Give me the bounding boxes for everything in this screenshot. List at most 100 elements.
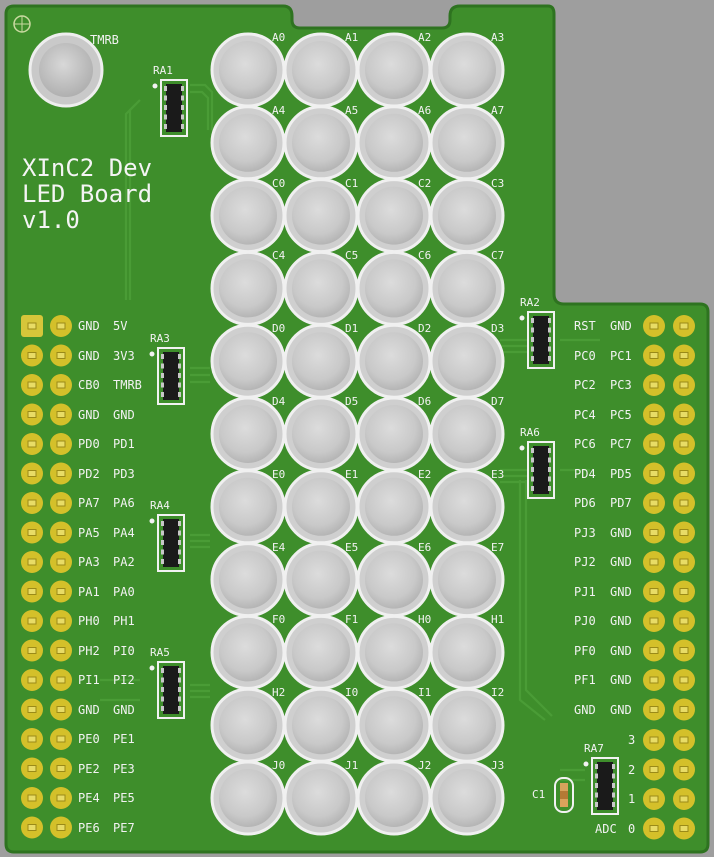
left-pin-label: PE4 <box>78 791 100 805</box>
led-e6 <box>356 542 432 618</box>
header-pad <box>50 462 72 485</box>
header-pad <box>50 492 72 514</box>
right-pin-label: PC0 <box>574 348 596 363</box>
led-label: D4 <box>272 395 286 408</box>
header-pad <box>673 669 695 691</box>
header-pad <box>643 315 665 337</box>
header-pad <box>21 433 43 455</box>
components <box>149 79 619 815</box>
header-pad <box>643 551 665 573</box>
led-d1 <box>283 323 359 399</box>
led-label: D3 <box>491 322 505 336</box>
header-pad <box>21 492 43 514</box>
right-pin-label: PF1 <box>574 673 596 687</box>
header-pad <box>50 344 72 367</box>
led-a1 <box>283 32 359 108</box>
header-pad <box>643 462 665 485</box>
adc-pin-label: 1 <box>628 792 636 806</box>
led-a3 <box>429 32 505 108</box>
left-pin-label: GND <box>78 319 100 333</box>
left-pin-label: PE0 <box>78 732 100 746</box>
led-label: J3 <box>491 759 505 772</box>
right-pin-label: GND <box>610 555 632 569</box>
resistor-array-ra2 <box>519 311 555 369</box>
left-pin-label: GND <box>78 407 100 422</box>
resistor-array-label: RA5 <box>150 646 170 659</box>
led-d6 <box>356 396 432 472</box>
right-pin-label: PJ0 <box>574 614 596 628</box>
led-label: C5 <box>345 249 359 263</box>
led-label: C2 <box>418 176 432 190</box>
header-pad <box>643 758 665 781</box>
left-pin-label: PA2 <box>113 555 135 569</box>
header-pad <box>21 728 43 750</box>
header-pad <box>673 639 695 662</box>
led-label: F0 <box>272 613 286 627</box>
left-pin-label: PE2 <box>78 761 100 776</box>
header-pad <box>21 374 43 396</box>
left-pin-label: PI1 <box>78 673 100 687</box>
header-pad <box>643 492 665 514</box>
led-label: H1 <box>491 613 505 627</box>
copper-traces <box>100 83 600 782</box>
led-label: J2 <box>418 759 432 772</box>
led-label: J0 <box>272 759 286 772</box>
tmrb-button[interactable] <box>28 32 104 108</box>
led-d4 <box>210 396 286 472</box>
header-pad <box>643 669 665 691</box>
fiducial-mark <box>13 15 31 33</box>
left-pin-label: PA7 <box>78 496 100 510</box>
right-pin-label: PD6 <box>574 496 596 510</box>
led-label: D2 <box>418 322 432 336</box>
trace <box>524 480 553 717</box>
led-j2 <box>356 760 432 836</box>
left-pin-label: 3V3 <box>113 348 135 363</box>
header-pad <box>21 610 43 632</box>
header-pad <box>673 698 695 721</box>
header-pad <box>21 403 43 426</box>
led-label: A2 <box>418 31 432 44</box>
resistor-array-ra6 <box>519 441 555 499</box>
led-label: C1 <box>345 176 359 190</box>
header-pad <box>50 728 72 750</box>
led-f1 <box>283 614 359 690</box>
led-d2 <box>356 323 432 399</box>
led-label: E7 <box>491 540 505 554</box>
left-pin-label: PH0 <box>78 614 100 628</box>
right-pin-label: PC5 <box>610 407 632 422</box>
header-pads <box>21 315 695 840</box>
right-pin-label: PF0 <box>574 643 596 658</box>
header-pad <box>50 433 72 455</box>
header-pad <box>21 551 43 573</box>
left-pin-label: PD0 <box>78 437 100 451</box>
board-title-line: XInC2 Dev <box>22 154 153 182</box>
adc-pin-label: 2 <box>628 762 636 777</box>
header-pad <box>673 610 695 632</box>
resistor-array-label: RA1 <box>153 64 173 77</box>
header-pad <box>643 521 665 544</box>
board-title-line: LED Board <box>22 180 153 208</box>
resistor-array-ra1 <box>152 79 188 137</box>
left-pin-label: CB0 <box>78 378 100 392</box>
header-pad <box>673 492 695 514</box>
led-label: D6 <box>418 395 432 408</box>
led-d7 <box>429 396 505 472</box>
led-label: A0 <box>272 31 286 44</box>
led-c1 <box>283 178 359 254</box>
led-j3 <box>429 760 505 836</box>
led-label: I2 <box>491 686 505 700</box>
led-e0 <box>210 469 286 545</box>
led-label: A6 <box>418 103 432 117</box>
led-e3 <box>429 469 505 545</box>
header-pad <box>50 639 72 662</box>
header-pad <box>673 580 695 603</box>
header-pad <box>673 817 695 840</box>
led-e4 <box>210 542 286 618</box>
right-pin-label: RST <box>574 319 596 333</box>
left-pin-label: PD1 <box>113 437 135 451</box>
header-pad <box>643 433 665 455</box>
led-e7 <box>429 542 505 618</box>
header-pad <box>643 374 665 396</box>
header-pad <box>50 787 72 809</box>
right-pin-label: GND <box>610 643 632 658</box>
